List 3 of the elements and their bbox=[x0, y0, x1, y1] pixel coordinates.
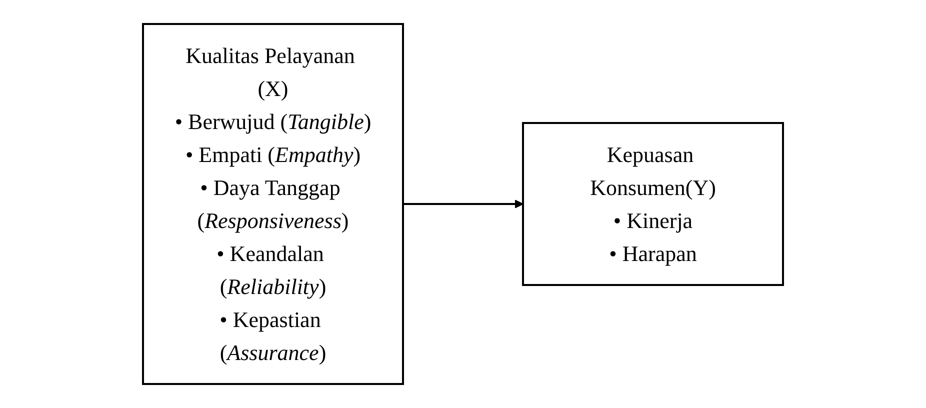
node-box: Kepuasan Konsumen(Y) • Kinerja • Harapan bbox=[522, 122, 784, 286]
node-box: Kualitas Pelayanan (X) • Berwujud (Tangible) • Empati (Empathy) • Daya Tanggap (Responsiveness) • Keandalan (Reliability) • Kepastian (Assurance) bbox=[142, 23, 404, 385]
arrow bbox=[403, 200, 524, 208]
